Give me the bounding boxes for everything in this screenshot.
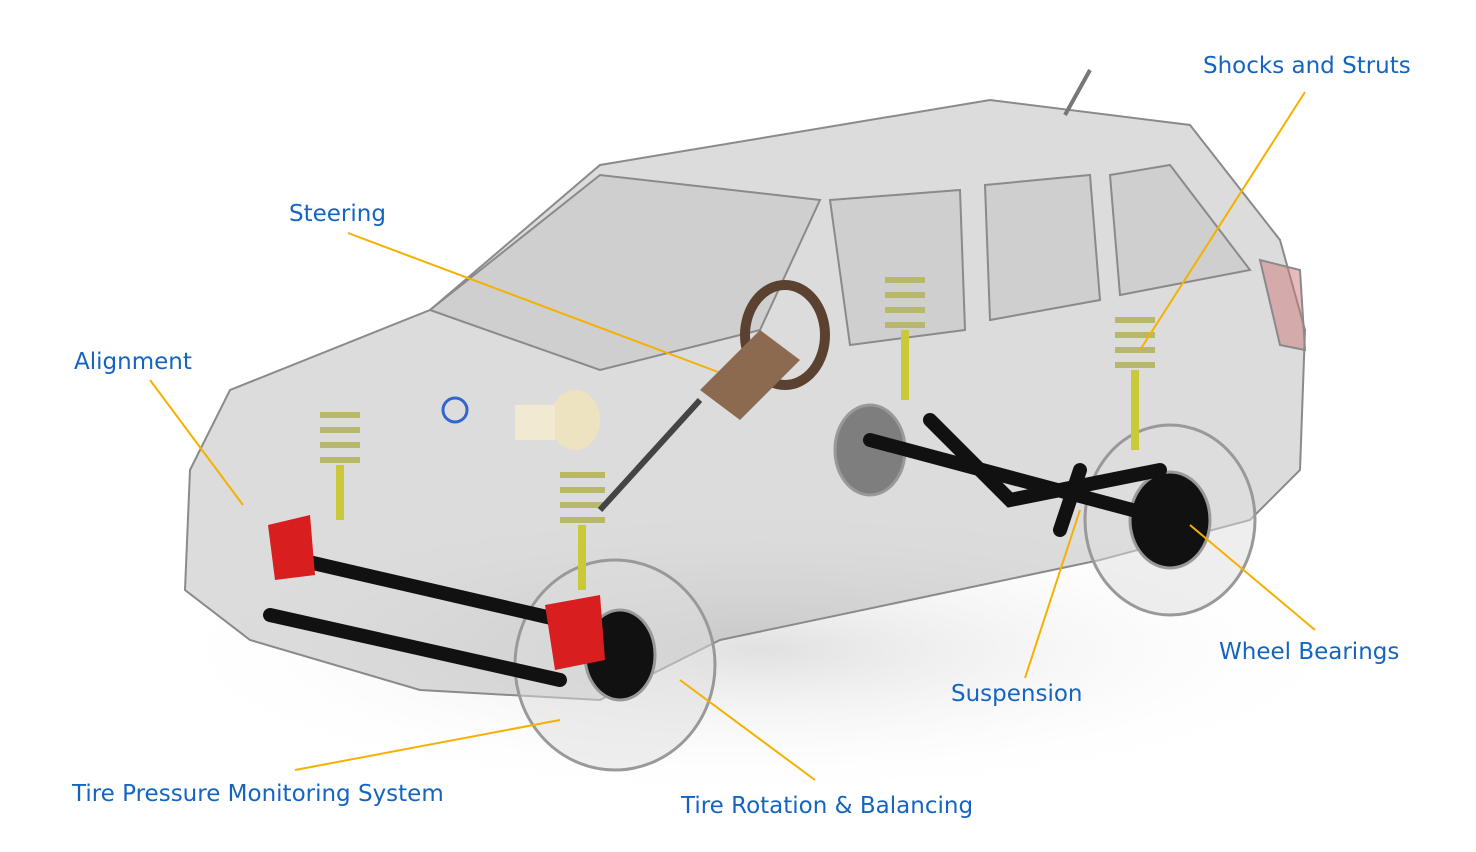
leader-tire-rotation <box>679 679 816 781</box>
leader-alignment <box>149 379 244 506</box>
leader-shocks <box>1139 91 1306 351</box>
leader-steering <box>347 232 719 373</box>
leader-tpms <box>294 719 561 771</box>
label-tire-rotation: Tire Rotation & Balancing <box>681 793 974 819</box>
label-shocks-and-struts: Shocks and Struts <box>1203 53 1411 79</box>
ground-shadow <box>140 500 1380 800</box>
engine-components <box>441 390 600 450</box>
label-alignment: Alignment <box>74 349 192 375</box>
steering-column <box>597 280 830 513</box>
wheels <box>513 403 1257 772</box>
strut-rods <box>336 330 1139 590</box>
coil-springs <box>320 277 1155 523</box>
label-steering: Steering <box>289 201 386 227</box>
label-suspension: Suspension <box>951 681 1083 707</box>
leader-lines <box>149 91 1316 781</box>
brake-calipers <box>268 515 605 670</box>
label-tpms: Tire Pressure Monitoring System <box>72 781 444 807</box>
label-wheel-bearings: Wheel Bearings <box>1219 639 1400 665</box>
leader-wheel-bearings <box>1189 524 1316 631</box>
chassis-frame <box>263 413 1177 687</box>
leader-suspension <box>1024 509 1081 679</box>
